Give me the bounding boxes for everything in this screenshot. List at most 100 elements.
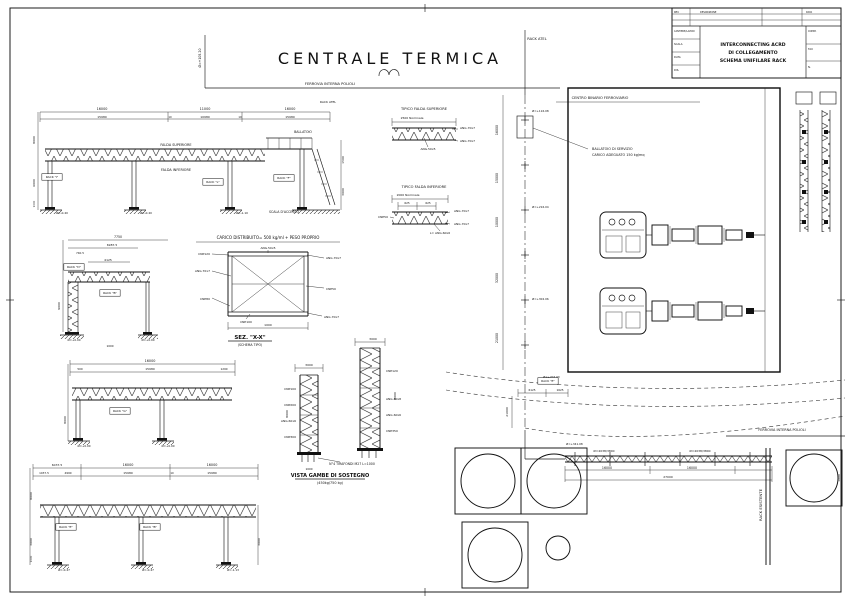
rack-b2-label-box [139, 523, 161, 531]
mini-rack-sections [795, 91, 837, 232]
dim: 3000 [257, 538, 261, 546]
detail-falda-inferiore [389, 195, 451, 232]
dim: 9000 [57, 302, 61, 310]
dim: 1000 [29, 555, 33, 562]
dim: 6987.5 [107, 243, 118, 247]
profile-label: ANG.70x7 [460, 139, 475, 143]
dim: 27000 [663, 475, 673, 479]
tank-circle-3 [467, 527, 523, 583]
elevation-portal-frame [60, 239, 168, 339]
rack-esistente-label: RACK ESISTENTE [758, 488, 763, 521]
title-block-line1: INTERCONNECTING ACRD [720, 42, 785, 48]
equipment-unit-2 [599, 287, 765, 335]
plan-view [445, 87, 846, 589]
elevation-top-truss [37, 111, 342, 214]
dim: Ø=4038/3800 [593, 448, 614, 453]
elev-105: Ø=+105.20 [197, 48, 202, 67]
road-curve-3 [524, 415, 846, 437]
tb-desc-header: DESCRIZIONE [700, 11, 717, 14]
profile-label: CNP100 [240, 320, 252, 324]
falda-inferiore-label: FALDA INFERIORE [161, 168, 191, 172]
dim: 1290 [220, 367, 227, 371]
dim: 2000 Nominale [397, 193, 420, 197]
profile-label: ANG.70x7 [454, 209, 469, 213]
drawing-title: CENTRALE TERMICA [278, 49, 498, 77]
tb-data-header: DATA [806, 11, 813, 14]
dim: 1037.5 [39, 471, 49, 475]
gambe-caption: VISTA GAMBE DI SOSTEGNO [291, 473, 369, 479]
dim: 10 [168, 115, 172, 119]
elevation-tower-legs [294, 338, 386, 480]
sheet-border [6, 4, 845, 596]
elev: Ø=+216.04 [532, 204, 549, 209]
elev: Ø=-1.10 [236, 210, 248, 215]
road-curve-1 [445, 371, 846, 389]
dim: 8000 [32, 136, 36, 144]
dim: 8000 [285, 410, 289, 418]
profile-label: CNP300 [284, 435, 296, 439]
dim: 10 [170, 471, 174, 475]
dim: Ø=4038/3800 [689, 448, 710, 453]
equipment-unit-1 [599, 211, 765, 259]
ferrovia-bottom-label: FERROVIA INTERNA POLIOLI [758, 428, 805, 432]
dim: 15980 [145, 367, 155, 371]
detail-falda-superiore [391, 118, 459, 148]
rack-i-label: RACK "I" [46, 175, 59, 179]
tb-rev-header: REV. [674, 11, 679, 14]
dim: 16000 [123, 463, 134, 467]
dim: 16000 [97, 107, 108, 111]
dim: 10 [238, 115, 242, 119]
elev: Ø=+302.06 [532, 296, 549, 301]
rack-g-label: RACK "G" [113, 409, 128, 413]
dim: 15980 [97, 115, 107, 119]
ballatoio-servizio-2: CARICO ADEGUATO 150 kg/mq [592, 153, 644, 157]
rack-atel-truss: RACK ATEL [320, 100, 337, 104]
road-curve-2 [445, 389, 846, 407]
rack-e-label: RACK "E" [59, 525, 73, 529]
profile-label: ANG.80x8 [386, 397, 401, 401]
dim: 10980 [200, 115, 210, 119]
tank-circle-2 [526, 453, 582, 509]
elevation-bottom-truss [29, 464, 259, 569]
rack-d-label-box [63, 263, 85, 271]
rack-f-label-box [273, 174, 295, 182]
tipico-inf-title: TIPICO FALDA INFERIORE [401, 185, 447, 189]
dim: 15980 [285, 115, 295, 119]
dim: 8000 [63, 416, 67, 424]
profile-label: CNP50 [326, 287, 336, 291]
rack-e-label-box [55, 523, 77, 531]
profile-label: CNP350 [386, 429, 398, 433]
rack-e-plan-label: RACK "E" [541, 379, 555, 383]
elev: Ø=-0.40 [56, 210, 68, 215]
profile-label: CNP120 [198, 252, 210, 256]
elev: Ø=-0.47 [58, 567, 70, 572]
profile-label: ANG.50x5 [260, 246, 275, 250]
rack-l-label: RACK "L" [206, 180, 220, 184]
title-block-line2: DI COLLEGAMENTO [728, 50, 777, 56]
ferrovia-top-label: FERROVIA INTERNA POLIOLI [305, 82, 355, 86]
elevation-rack-g [67, 360, 236, 445]
ferrovia-top [204, 30, 700, 103]
tipico-sup-title: TIPICO FALDA SUPERIORE [400, 107, 448, 111]
dim: 2500 Nominale [401, 116, 424, 120]
dim: 4990 [64, 471, 71, 475]
elev: Ø=-0.47 [142, 567, 154, 572]
profile-label: CNP50 [378, 215, 388, 219]
dim: 21000 [505, 407, 509, 417]
dim: 32000 [495, 273, 499, 283]
rack-atel-top: RACK ATEL [527, 37, 546, 41]
profile-label: CNP80 [200, 297, 210, 301]
dim: 1000 [106, 344, 113, 348]
elev: Ø=+0.00 [67, 337, 80, 342]
carico-note: CARICO DISTRIBUITO= 500 kg/ml + PESO PRO… [217, 235, 320, 240]
dim: 1500 [341, 156, 345, 164]
rack-b-label-box [99, 289, 121, 297]
profile-label: L= ANG.60x6 [430, 231, 450, 235]
tank-circle-small [545, 535, 571, 561]
dim: 3000 [369, 337, 377, 341]
section-caption: SEZ. "X-X" [234, 335, 265, 341]
profile-label: ANG.60x6 [386, 413, 401, 417]
